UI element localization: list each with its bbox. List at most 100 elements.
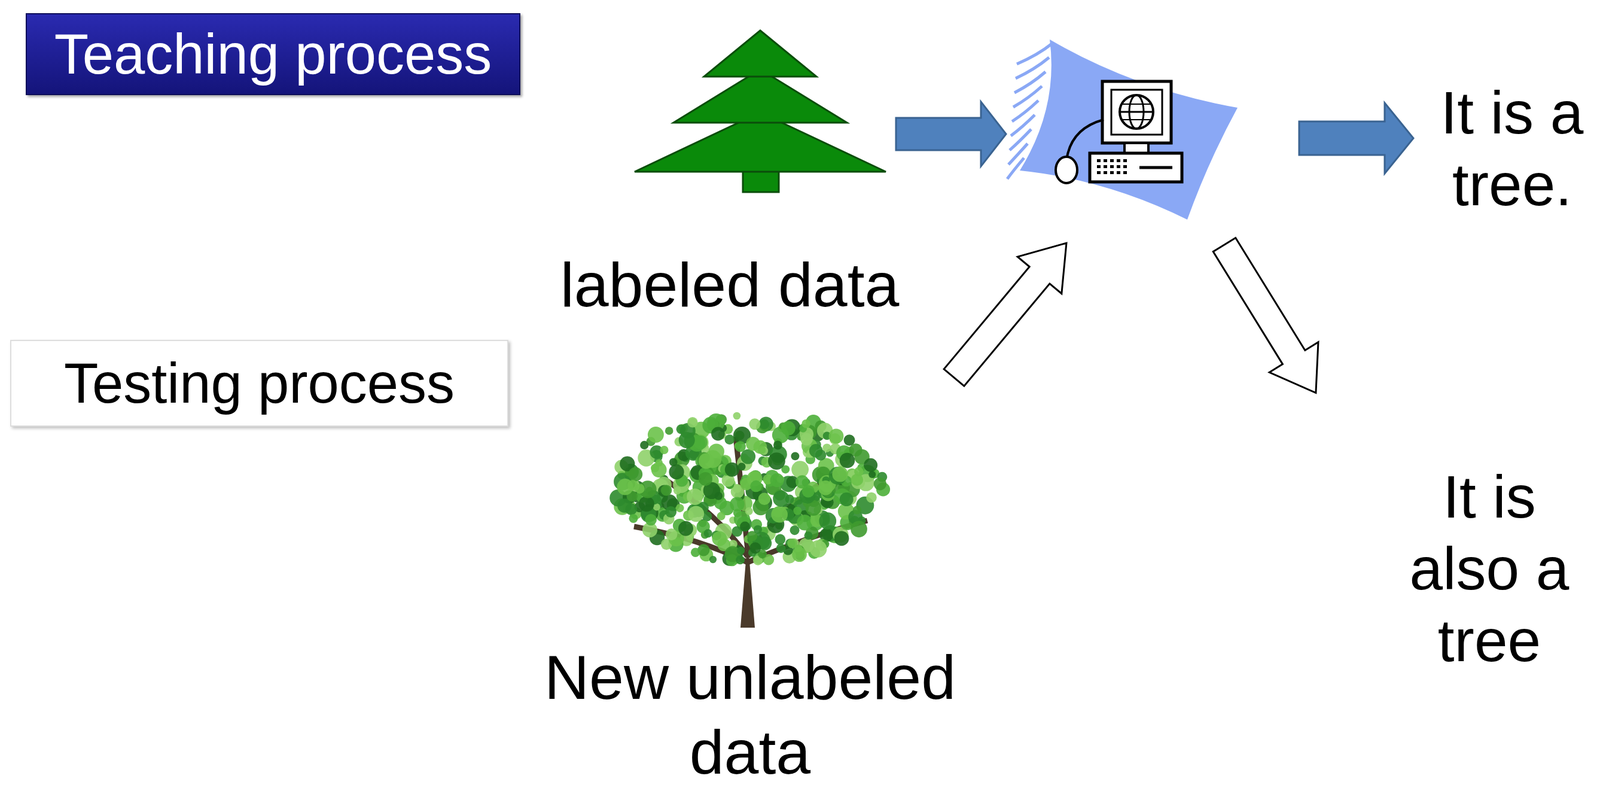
leaf	[745, 507, 754, 515]
tree-foliage	[609, 412, 891, 567]
data-caption: labeled data	[520, 247, 940, 323]
key	[1110, 165, 1114, 169]
leaf	[809, 443, 824, 458]
leaf	[717, 512, 726, 521]
leaf	[748, 418, 761, 430]
key	[1110, 159, 1114, 163]
leaf	[724, 462, 740, 477]
swoosh-lines	[1007, 43, 1053, 179]
key	[1096, 171, 1101, 175]
pine-tree	[634, 30, 886, 192]
leaf	[804, 531, 813, 540]
leaf	[796, 514, 813, 530]
leaf	[659, 445, 669, 454]
leaf	[809, 540, 827, 558]
leaf	[668, 464, 684, 480]
leaf	[687, 505, 704, 522]
leaf	[724, 434, 735, 445]
leaf	[758, 492, 771, 505]
leaf	[790, 451, 800, 460]
leaf	[839, 452, 856, 469]
leaf	[647, 426, 664, 443]
key	[1096, 165, 1101, 169]
leaf	[687, 416, 698, 428]
section-tag: Testing process	[10, 339, 509, 427]
leaf	[866, 492, 877, 504]
leaf	[686, 488, 703, 505]
leaf	[802, 485, 815, 498]
section-tag: Teaching process	[25, 13, 521, 96]
leaf	[709, 555, 717, 563]
drive-slot	[1139, 166, 1173, 170]
tree-layer	[704, 30, 817, 77]
leaf	[645, 513, 657, 526]
section-title: Testing process	[64, 351, 455, 416]
leaf	[749, 541, 761, 554]
leaf	[775, 534, 786, 545]
swoosh-line	[1014, 71, 1046, 93]
key	[1096, 159, 1101, 163]
leaf	[818, 480, 834, 496]
leaf	[839, 492, 854, 507]
mouse-cable	[1066, 119, 1104, 161]
leaf	[770, 473, 785, 487]
leaf	[673, 486, 682, 495]
leaf	[873, 477, 887, 490]
leaf	[759, 419, 770, 430]
leaf	[690, 547, 700, 557]
key	[1103, 171, 1108, 175]
leaf	[757, 445, 767, 454]
leaf	[678, 431, 696, 448]
screen	[1111, 89, 1163, 135]
leaf	[834, 530, 850, 546]
leaf	[628, 467, 643, 482]
leaf	[868, 470, 876, 478]
swoosh-line	[1012, 100, 1039, 122]
leaf	[729, 496, 745, 511]
leaf	[832, 465, 848, 482]
leaf	[736, 546, 745, 554]
leaf	[678, 520, 694, 536]
block-arrow	[896, 101, 1007, 167]
globe	[1122, 119, 1151, 121]
result-text: It is a tree.	[1422, 76, 1600, 221]
section-title: Teaching process	[54, 22, 493, 87]
hollow-arrow	[931, 224, 1341, 408]
globe	[1119, 95, 1154, 129]
leaf	[850, 520, 868, 538]
leaf	[773, 440, 783, 450]
leaf	[640, 440, 649, 450]
leaf	[750, 480, 763, 493]
swoosh-line	[1008, 143, 1028, 165]
leaf	[829, 428, 844, 444]
leaf	[711, 427, 725, 441]
key	[1116, 171, 1121, 175]
leaf	[628, 513, 638, 523]
outline-arrow	[1199, 229, 1341, 408]
leaf	[776, 543, 786, 553]
mouse	[1055, 156, 1078, 184]
leaf	[711, 531, 727, 547]
leaf	[655, 459, 663, 467]
leaf	[793, 506, 802, 515]
leaf	[854, 466, 864, 477]
outline-arrow	[931, 224, 1089, 396]
deciduous-tree	[609, 412, 891, 628]
swoosh-line	[1010, 114, 1035, 136]
leaf	[770, 506, 788, 523]
swoosh-line	[1009, 129, 1032, 151]
leaf	[781, 421, 796, 436]
key	[1116, 159, 1121, 163]
leaf	[665, 506, 677, 518]
key	[1110, 171, 1114, 175]
leaf	[818, 512, 837, 530]
key	[1123, 159, 1127, 163]
data-caption: New unlabeled data	[534, 640, 966, 790]
leaf	[790, 525, 800, 535]
swoosh-line	[1007, 157, 1024, 179]
leaf	[704, 528, 713, 538]
leaf	[768, 452, 786, 470]
key	[1116, 165, 1121, 169]
leaf	[638, 495, 655, 512]
block-arrow	[1299, 102, 1414, 174]
